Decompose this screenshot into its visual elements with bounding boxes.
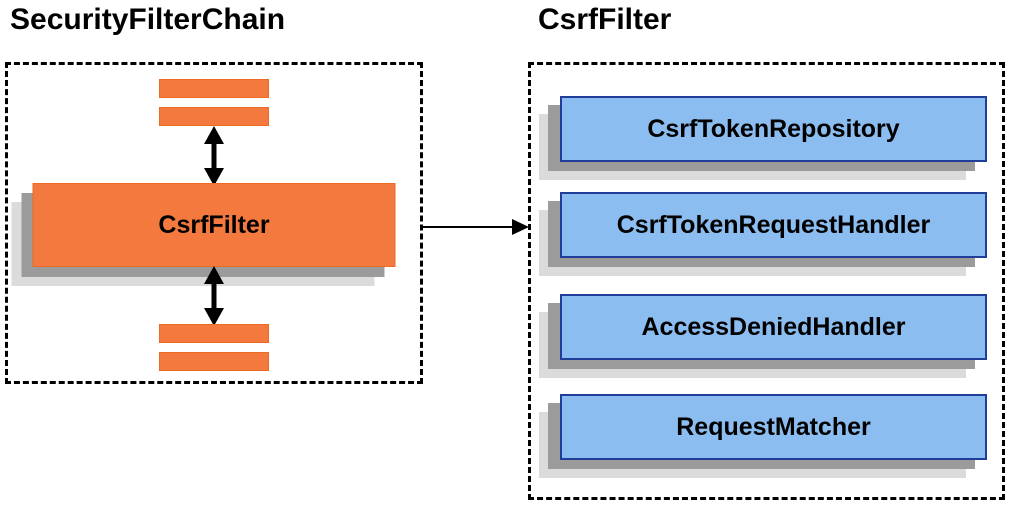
component-label: CsrfTokenRepository [647, 114, 900, 143]
filter-bar [159, 107, 269, 126]
right-arrow-icon [423, 219, 529, 235]
csrf-filter-node-label: CsrfFilter [158, 210, 270, 239]
csrf-filter-node: CsrfFilter [32, 183, 396, 267]
security-filter-chain-container: CsrfFilter [5, 62, 423, 384]
bidirectional-arrow-icon [204, 266, 224, 326]
component-csrf-token-request-handler: CsrfTokenRequestHandler [560, 192, 987, 258]
csrf-filter-title: CsrfFilter [538, 3, 672, 36]
component-label: CsrfTokenRequestHandler [616, 210, 931, 239]
component-label: RequestMatcher [676, 412, 871, 441]
filter-bar [159, 79, 269, 98]
filter-bar [159, 352, 269, 371]
bidirectional-arrow-icon [204, 126, 224, 186]
component-csrf-token-repository: CsrfTokenRepository [560, 96, 987, 162]
csrf-filter-container: CsrfTokenRepository CsrfTokenRequestHand… [528, 62, 1005, 500]
component-request-matcher: RequestMatcher [560, 394, 987, 460]
component-label: AccessDeniedHandler [641, 312, 906, 341]
filter-bar [159, 324, 269, 343]
component-access-denied-handler: AccessDeniedHandler [560, 294, 987, 360]
security-filter-chain-title: SecurityFilterChain [10, 3, 286, 36]
